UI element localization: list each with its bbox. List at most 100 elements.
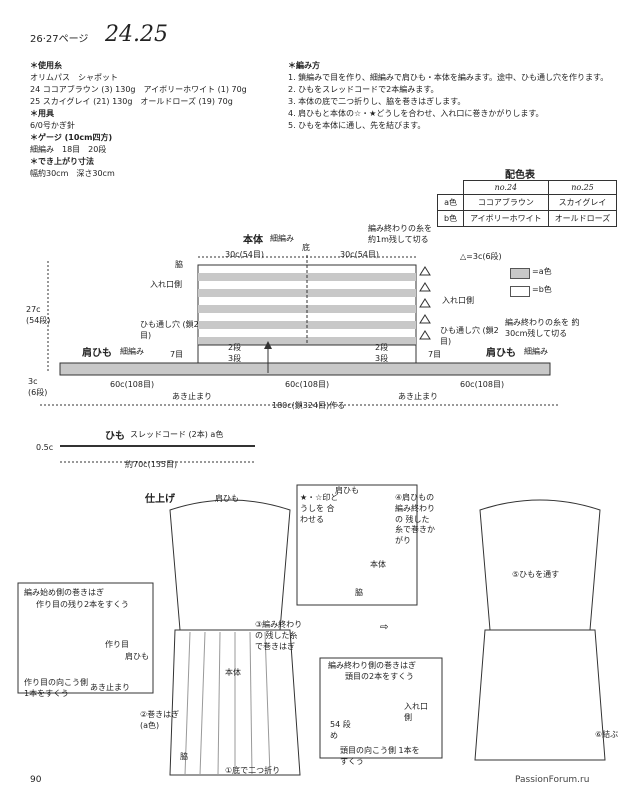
legend-a-swatch — [510, 268, 530, 279]
top-width-right: 30c(54目) — [340, 250, 379, 259]
page-number: 90 — [30, 775, 42, 785]
right-bag-strap — [479, 499, 601, 631]
opening-left: 入れ口側 — [150, 280, 182, 289]
strap-sc-right: 細編み — [524, 347, 548, 356]
start-box-2: 作り目 — [105, 640, 129, 649]
finish-match: ★・☆印どうしを 合わせる — [300, 493, 339, 524]
strap-label-left: 肩ひも — [82, 348, 112, 359]
top-width-left: 30c(54目) — [225, 250, 264, 259]
next-arrow-icon: ⇨ — [380, 622, 388, 633]
rows-3-right: 3段 — [375, 354, 389, 363]
yarn-25: 25 スカイグレイ (21) 130g オールドローズ (19) 70g — [30, 97, 233, 106]
left-bag-strap — [169, 499, 291, 631]
side-label: 脇 — [175, 260, 183, 269]
step-3: 3. 本体の底で二つ折りし、脇を巻きはぎします。 — [288, 97, 466, 106]
rows-3-left: 3段 — [228, 354, 242, 363]
end-box-title: 編み終わり側の巻きはぎ — [328, 661, 416, 670]
left-bag-ribs — [184, 631, 271, 776]
tools: 6/0号かぎ針 — [30, 121, 75, 130]
yarn-brand: オリムパス シャポット — [30, 73, 118, 82]
side-height: 3c (6段) — [28, 377, 48, 397]
seg-right: 60c(108目) — [460, 380, 505, 389]
size: 幅約30cm 深さ30cm — [30, 169, 115, 178]
method-title: ＊編み方 — [288, 61, 320, 70]
method-block: ＊編み方 1. 鎖編みで目を作り、細編みで肩ひも・本体を編みます。途中、ひも通し… — [288, 60, 618, 132]
tools-heading: ＊用具 — [30, 109, 54, 118]
opening-right: 入れ口側 — [442, 296, 474, 305]
legend-b: =b色 — [532, 285, 552, 294]
cord-width: 0.5c — [36, 443, 54, 452]
yarn-24: 24 ココアブラウン (3) 130g アイボリーホワイト (1) 70g — [30, 85, 247, 94]
cord-desc: スレッドコード (2本) a色 — [130, 430, 224, 439]
end-box-1: 頭目の2本をすくう — [345, 672, 414, 681]
total-width: 180c(鎖324目)作る — [272, 401, 346, 410]
finish-title: 仕上げ — [145, 494, 175, 505]
pattern-numbers: 24.25 — [105, 22, 168, 47]
body-label: 本体 — [243, 235, 263, 246]
ast-left: あき止まり — [172, 392, 212, 401]
end-box-3: 頭目の向こう側 1本をすくう — [340, 746, 420, 766]
start-box-3: 肩ひも — [125, 652, 149, 661]
end-box-2: 54 段め — [330, 720, 351, 740]
rows-7-right: 7目 — [428, 350, 442, 359]
step-2: 2. ひもをスレッドコードで2本編みます。 — [288, 85, 439, 94]
triangle-markers — [419, 266, 431, 340]
detail-side: 脇 — [355, 588, 363, 597]
gauge-heading: ＊ゲージ (10cm四方) — [30, 133, 113, 142]
detail-body: 本体 — [370, 560, 386, 569]
legend-b-swatch — [510, 286, 530, 297]
height-label: 27c (54段) — [26, 305, 51, 325]
finish-strap: 肩ひも — [215, 494, 239, 503]
detail-box — [296, 484, 418, 606]
watermark: PassionForum.ru — [515, 775, 590, 785]
legend-a: =a色 — [532, 267, 552, 276]
ast-right: あき止まり — [398, 392, 438, 401]
detail-strap: 肩ひも — [335, 486, 359, 495]
pattern-diagram — [40, 255, 560, 406]
rows-2-right: 2段 — [375, 343, 389, 352]
finish-side: 脇 — [180, 752, 188, 761]
hole-right: ひも通し穴 (鎖2目) — [440, 326, 499, 346]
rows-7-left: 7目 — [170, 350, 184, 359]
body-lower-band — [197, 344, 417, 364]
step-4: 4. 肩ひもと本体の☆・★どうしを合わせ、入れ口に巻きかがりします。 — [288, 109, 544, 118]
body-sc-label: 細編み — [270, 234, 294, 243]
rows-2-left: 2段 — [228, 343, 242, 352]
gauge: 細編み 18目 20段 — [30, 145, 107, 154]
row-cell: ココアブラウン — [463, 194, 549, 211]
color-table: no.24 no.25 a色 ココアブラウン スカイグレイ b色 アイボリーホワ… — [436, 180, 618, 227]
row-key: a色 — [436, 194, 465, 211]
start-box-title: 編み始め側の巻きはぎ — [24, 588, 104, 597]
right-bag-body — [474, 629, 606, 761]
strap-sc-left: 細編み — [120, 347, 144, 356]
finish-s5: ⑤ひもを通す — [512, 570, 560, 579]
finish-s3: ③編み終わりの 残した糸で巻きはぎ — [255, 620, 303, 651]
finish-s2: ②巻きはぎ (a色) — [140, 710, 180, 730]
yarn-heading: ＊使用糸 — [30, 61, 62, 70]
strap-label-right: 肩ひも — [486, 348, 516, 359]
end-box-4: 入れ口側 — [404, 702, 428, 722]
materials-block: ＊使用糸 オリムパス シャポット 24 ココアブラウン (3) 130g アイボ… — [30, 60, 280, 180]
row-cell: アイボリーホワイト — [463, 210, 549, 227]
start-box-ast: あき止まり — [90, 683, 130, 692]
step-5: 5. ひもを本体に通し、先を結びます。 — [288, 121, 426, 130]
row-cell: オールドローズ — [547, 210, 618, 227]
finish-s6: ⑥結ぶ — [595, 730, 619, 739]
finish-fold: ①底で二つ折り — [225, 766, 281, 775]
arrow-head — [264, 341, 272, 349]
strap-strip — [59, 362, 551, 376]
hole-left: ひも通し穴 (鎖2目) — [140, 320, 199, 340]
cord-length: 約70c(135目) — [125, 460, 178, 469]
cord-diagram — [60, 445, 255, 463]
end-note: 編み終わりの糸を 約1m残して切る — [368, 224, 432, 244]
col-25: no.25 — [547, 180, 618, 195]
page-ref: 26·27ページ — [30, 34, 89, 45]
finish-body: 本体 — [225, 668, 241, 677]
seg-left: 60c(108目) — [110, 380, 155, 389]
end-seam-box — [319, 657, 443, 759]
color-table-title: 配色表 — [505, 170, 535, 181]
start-seam-box — [17, 582, 154, 694]
size-heading: ＊でき上がり寸法 — [30, 157, 94, 166]
strap-note: 編み終わりの糸を 約30cm残して切る — [505, 318, 580, 338]
row-cell: スカイグレイ — [547, 194, 618, 211]
